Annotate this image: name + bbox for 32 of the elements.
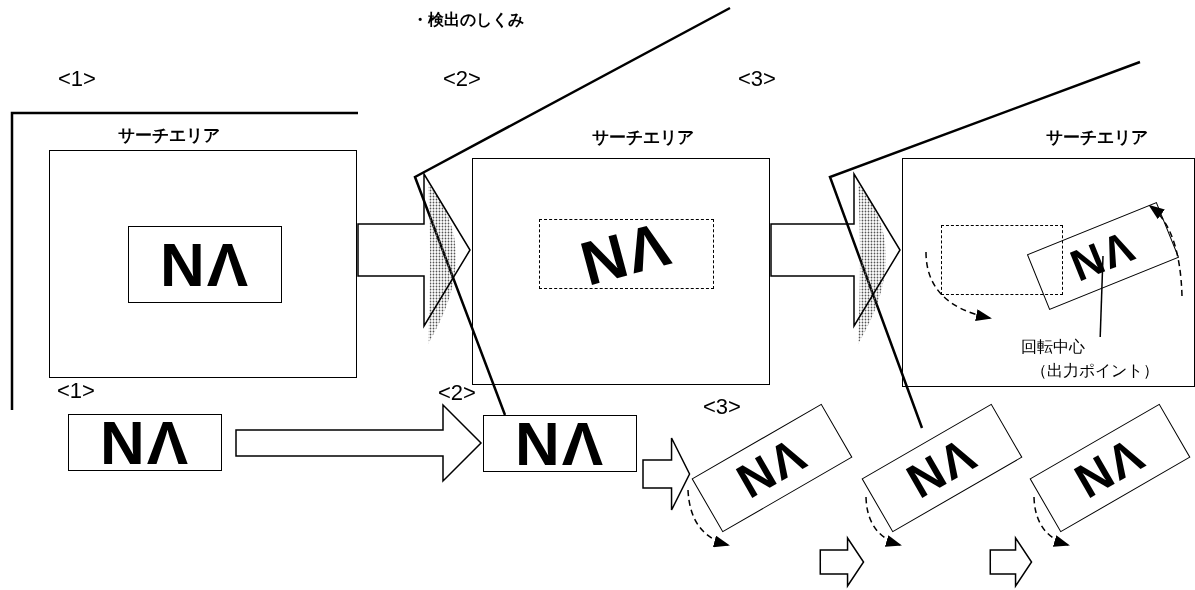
panel-number: <3> (703, 394, 741, 420)
pattern-glyphs: NΛ (729, 429, 815, 507)
area-heading: サーチエリア (118, 124, 220, 147)
panel-number: <2> (438, 380, 476, 406)
panel-number: <2> (443, 66, 481, 92)
callout-text: 回転中心 (1021, 337, 1085, 358)
panel-number: <1> (57, 378, 95, 404)
model-frame (68, 414, 222, 471)
callout-text: （出力ポイント） (1031, 361, 1159, 382)
diagram-title: ・検出のしくみ (412, 10, 524, 31)
pattern-glyphs: NΛ (99, 411, 191, 474)
block-arrow (235, 403, 483, 483)
pattern-glyphs: NΛ (574, 212, 679, 296)
block-arrow (819, 535, 865, 589)
pattern-glyphs: NΛ (899, 429, 985, 507)
dashed-frame (539, 219, 714, 289)
pattern-glyphs: NΛ (1064, 223, 1142, 289)
panel-number: <3> (738, 66, 776, 92)
block-arrow (642, 437, 691, 511)
block-arrow (770, 171, 901, 344)
block-arrow (357, 171, 471, 344)
leader-line (1099, 255, 1104, 338)
pattern-glyphs: NΛ (159, 233, 251, 296)
model-frame (483, 415, 637, 472)
block-arrow (989, 535, 1033, 589)
panel-number: <1> (58, 66, 96, 92)
dashed-frame (941, 225, 1063, 295)
pattern-glyphs: NΛ (1067, 429, 1153, 507)
area-heading: サーチエリア (592, 126, 694, 149)
pattern-glyphs: NΛ (514, 412, 606, 475)
model-frame (128, 226, 282, 303)
area-heading: サーチエリア (1046, 126, 1148, 149)
